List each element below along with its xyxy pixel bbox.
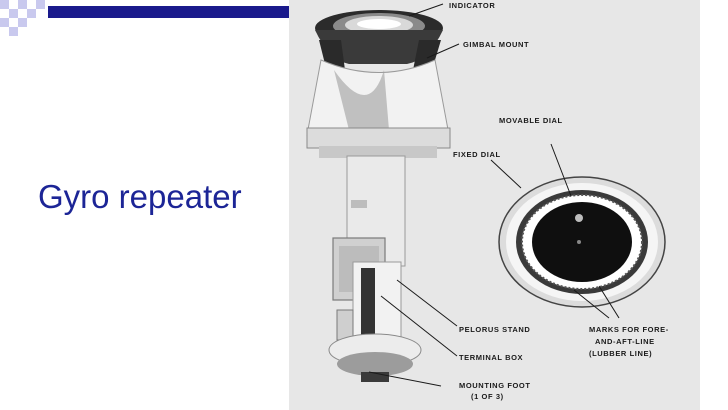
corner-checker-pattern — [0, 0, 45, 36]
label-mounting-foot: MOUNTING FOOT — [459, 381, 531, 390]
label-marks-line2: AND-AFT-LINE — [595, 337, 655, 346]
label-mounting-foot-note: (1 OF 3) — [471, 392, 504, 401]
label-movable-dial: MOVABLE DIAL — [499, 116, 563, 125]
label-terminal-box: TERMINAL BOX — [459, 353, 523, 362]
label-gimbal-mount: GIMBAL MOUNT — [463, 40, 529, 49]
label-indicator: INDICATOR — [449, 1, 495, 10]
slide-title: Gyro repeater — [38, 178, 242, 215]
header-bar — [48, 6, 294, 18]
label-marks-line3: (LUBBER LINE) — [589, 349, 652, 358]
label-fixed-dial: FIXED DIAL — [453, 150, 501, 159]
label-pelorus-stand: PELORUS STAND — [459, 325, 530, 334]
label-marks-line1: MARKS FOR FORE- — [589, 325, 669, 334]
gyro-repeater-photo: INDICATOR GIMBAL MOUNT MOVABLE DIAL FIXE… — [289, 0, 700, 410]
